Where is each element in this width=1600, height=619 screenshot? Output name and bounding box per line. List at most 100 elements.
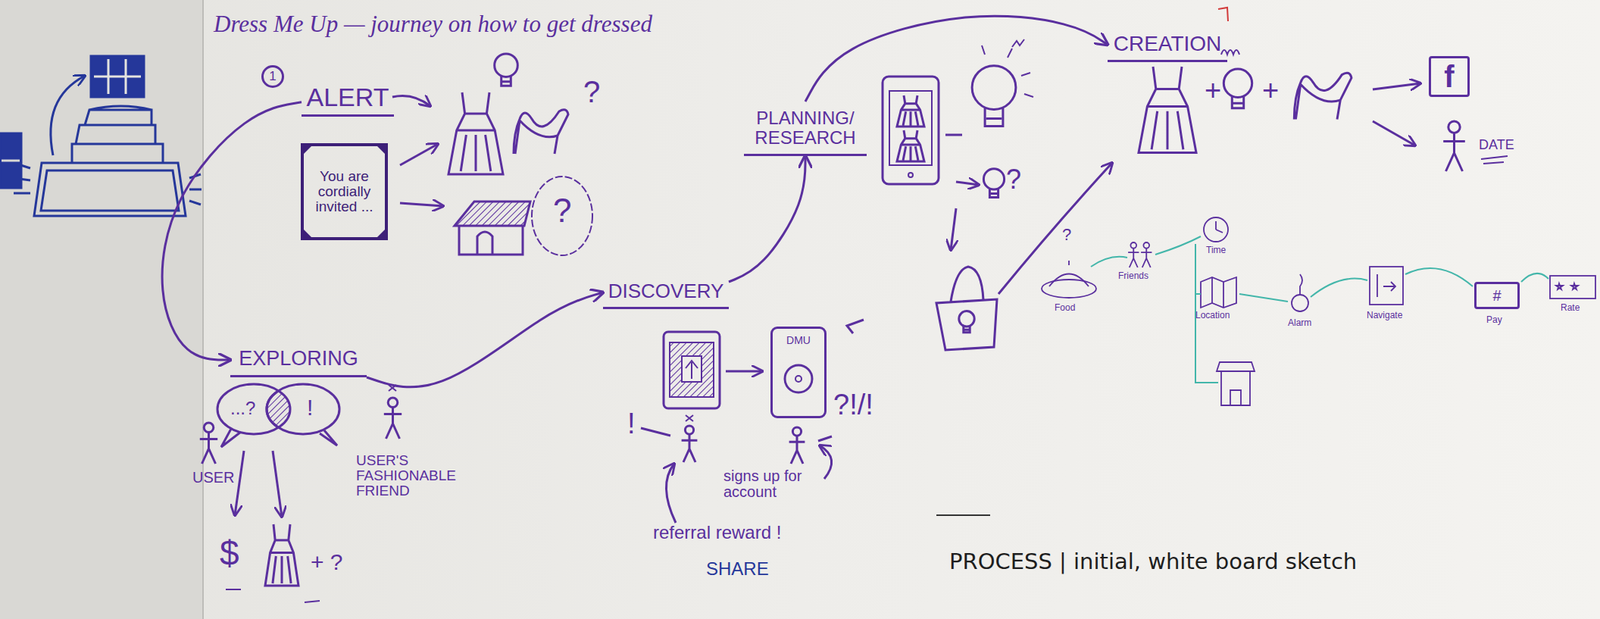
shopping-bag	[936, 266, 997, 350]
pay-box: #	[1474, 281, 1520, 310]
icon-label: Food	[1054, 303, 1075, 313]
exclamation: !	[627, 409, 636, 440]
link-line	[1310, 278, 1368, 297]
exclamation: ?!/!	[833, 390, 874, 421]
node-text: #	[1492, 287, 1501, 304]
board-edge-line	[202, 0, 204, 619]
invitation-card: You are cordially invited ...	[300, 143, 388, 241]
stage-heading: CREATION	[1107, 27, 1228, 63]
rate-icon	[1550, 275, 1596, 299]
user-figure	[200, 422, 218, 464]
persona-label: USER	[192, 469, 235, 486]
node-text: f	[1443, 60, 1454, 93]
arrow	[956, 181, 979, 185]
clock-icon	[1203, 217, 1229, 242]
plus-sign: +	[1262, 75, 1279, 107]
tablet-screen	[669, 342, 714, 397]
icon-label: Pay	[1486, 315, 1503, 325]
arrow	[272, 450, 282, 517]
bulb-icon	[971, 65, 1016, 127]
flow-arrow	[805, 15, 1108, 102]
bubble-tail	[221, 428, 338, 447]
food-plate	[1041, 279, 1097, 298]
bulb-icon	[494, 53, 519, 86]
bulb-rays	[981, 39, 1034, 97]
callout-number: 1	[261, 65, 285, 88]
star-mark	[388, 384, 397, 391]
navigate-icon	[1369, 266, 1404, 305]
friends-icon	[1140, 242, 1152, 268]
sketch-note: DATE	[1478, 137, 1515, 153]
stage-heading: ALERT	[301, 80, 394, 117]
navigate-arrow	[1377, 274, 1396, 297]
flow-arrow	[728, 156, 806, 282]
discovery-sketch	[640, 319, 864, 523]
friends-icon	[1128, 242, 1139, 268]
dress-icon	[896, 95, 925, 127]
food-icon	[1049, 260, 1089, 287]
card-corner	[374, 143, 388, 157]
node-text: CREATION	[1113, 32, 1222, 55]
calendar-icon	[90, 56, 144, 97]
feature-icons	[1041, 217, 1596, 406]
bubble-text: ...?	[230, 398, 256, 418]
node-text: ALERT	[306, 84, 390, 112]
clock-hands	[1215, 221, 1223, 233]
arrow	[819, 445, 832, 479]
question-mark: ?	[1062, 225, 1072, 244]
arrow	[392, 96, 431, 107]
diagram-title: Dress Me Up — journey on how to get dres…	[213, 10, 653, 38]
node-text: EXPLORING	[238, 347, 359, 369]
link-line	[1405, 268, 1473, 287]
phone-line	[1, 159, 20, 163]
arrow	[234, 450, 244, 516]
dress-icon	[1138, 66, 1197, 153]
alarm-ring	[1300, 274, 1303, 295]
sketch-note: referral reward !	[653, 522, 782, 542]
bulb-icon	[983, 168, 1004, 198]
stage-heading: EXPLORING	[230, 342, 367, 378]
squiggle	[1221, 50, 1240, 55]
node-text: DISCOVERY	[608, 281, 725, 302]
shoe-icon	[1293, 72, 1352, 119]
flow-arrow	[366, 292, 604, 388]
link-line	[1521, 273, 1549, 282]
arrow	[400, 203, 444, 207]
upload-box	[681, 356, 702, 382]
icon-label: Rate	[1560, 303, 1580, 313]
facebook-box: f	[1428, 56, 1470, 97]
loading-circle	[784, 365, 813, 393]
link-line	[1239, 293, 1288, 302]
store-roof	[454, 201, 531, 226]
tray	[34, 162, 186, 216]
user-figure	[789, 427, 806, 464]
bubble-text: !	[306, 395, 313, 420]
flow-arrow	[162, 102, 302, 360]
tablet	[663, 331, 720, 409]
card-corner	[374, 226, 388, 241]
app-phone: DMU	[770, 326, 827, 419]
tick-mark	[846, 319, 864, 334]
bubble-overlap	[266, 384, 340, 435]
card-corner	[300, 226, 315, 241]
card-corner	[300, 143, 315, 157]
node-text: You are cordially invited ...	[308, 168, 381, 215]
wardrobe-sketch	[0, 56, 202, 216]
diagram-caption: PROCESS | initial, white board sketch	[949, 548, 1357, 575]
clothes-stack	[71, 106, 163, 163]
dress-icon	[448, 92, 504, 175]
bulb-icon	[1223, 68, 1252, 109]
plus-sign: +	[1204, 75, 1222, 107]
sketch-note: signs up for account	[723, 468, 838, 500]
arrow	[665, 463, 676, 523]
alarm-icon	[1291, 294, 1309, 312]
thought-cloud	[531, 176, 593, 256]
dress-icon	[265, 524, 299, 586]
question-mark: ?	[553, 193, 572, 229]
dash	[945, 134, 963, 137]
arrow	[1372, 121, 1416, 146]
board-edge	[0, 0, 204, 619]
